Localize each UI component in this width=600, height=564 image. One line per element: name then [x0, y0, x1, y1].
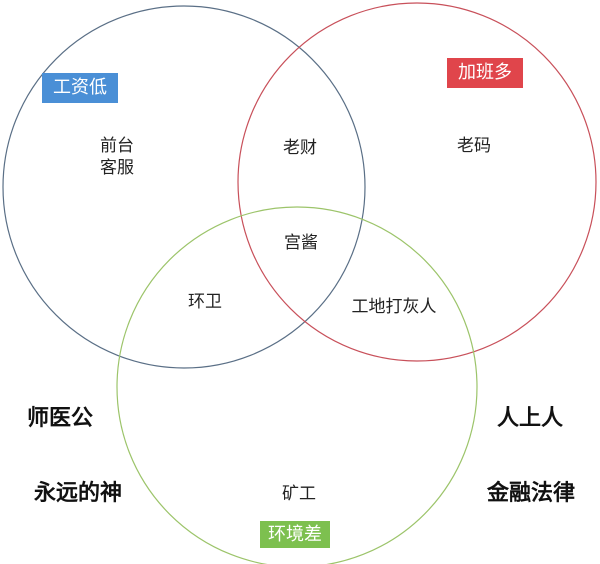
region-low-pay-overtime: 老财 — [283, 138, 317, 158]
region-all-three: 宫酱 — [284, 233, 318, 253]
label-environment: 环境差 — [260, 521, 330, 548]
outside-right-2: 金融法律 — [486, 481, 576, 506]
circle-low-pay — [2, 5, 366, 369]
region-low-pay-only: 前台 客服 — [100, 135, 134, 179]
outside-left-1: 师医公 — [26, 406, 94, 431]
outside-left-2: 永远的神 — [33, 481, 123, 506]
region-text: 客服 — [100, 158, 134, 178]
circle-overtime — [237, 2, 597, 362]
region-overtime-environment: 工地打灰人 — [351, 297, 437, 317]
region-environment-only: 矿工 — [282, 484, 316, 504]
circle-environment — [116, 206, 478, 564]
outside-right-1: 人上人 — [496, 406, 564, 431]
region-low-pay-environment: 环卫 — [188, 292, 222, 312]
label-low-pay: 工资低 — [42, 73, 118, 103]
label-overtime: 加班多 — [447, 58, 523, 88]
region-overtime-only: 老码 — [457, 136, 491, 156]
region-text: 前台 — [100, 136, 134, 156]
